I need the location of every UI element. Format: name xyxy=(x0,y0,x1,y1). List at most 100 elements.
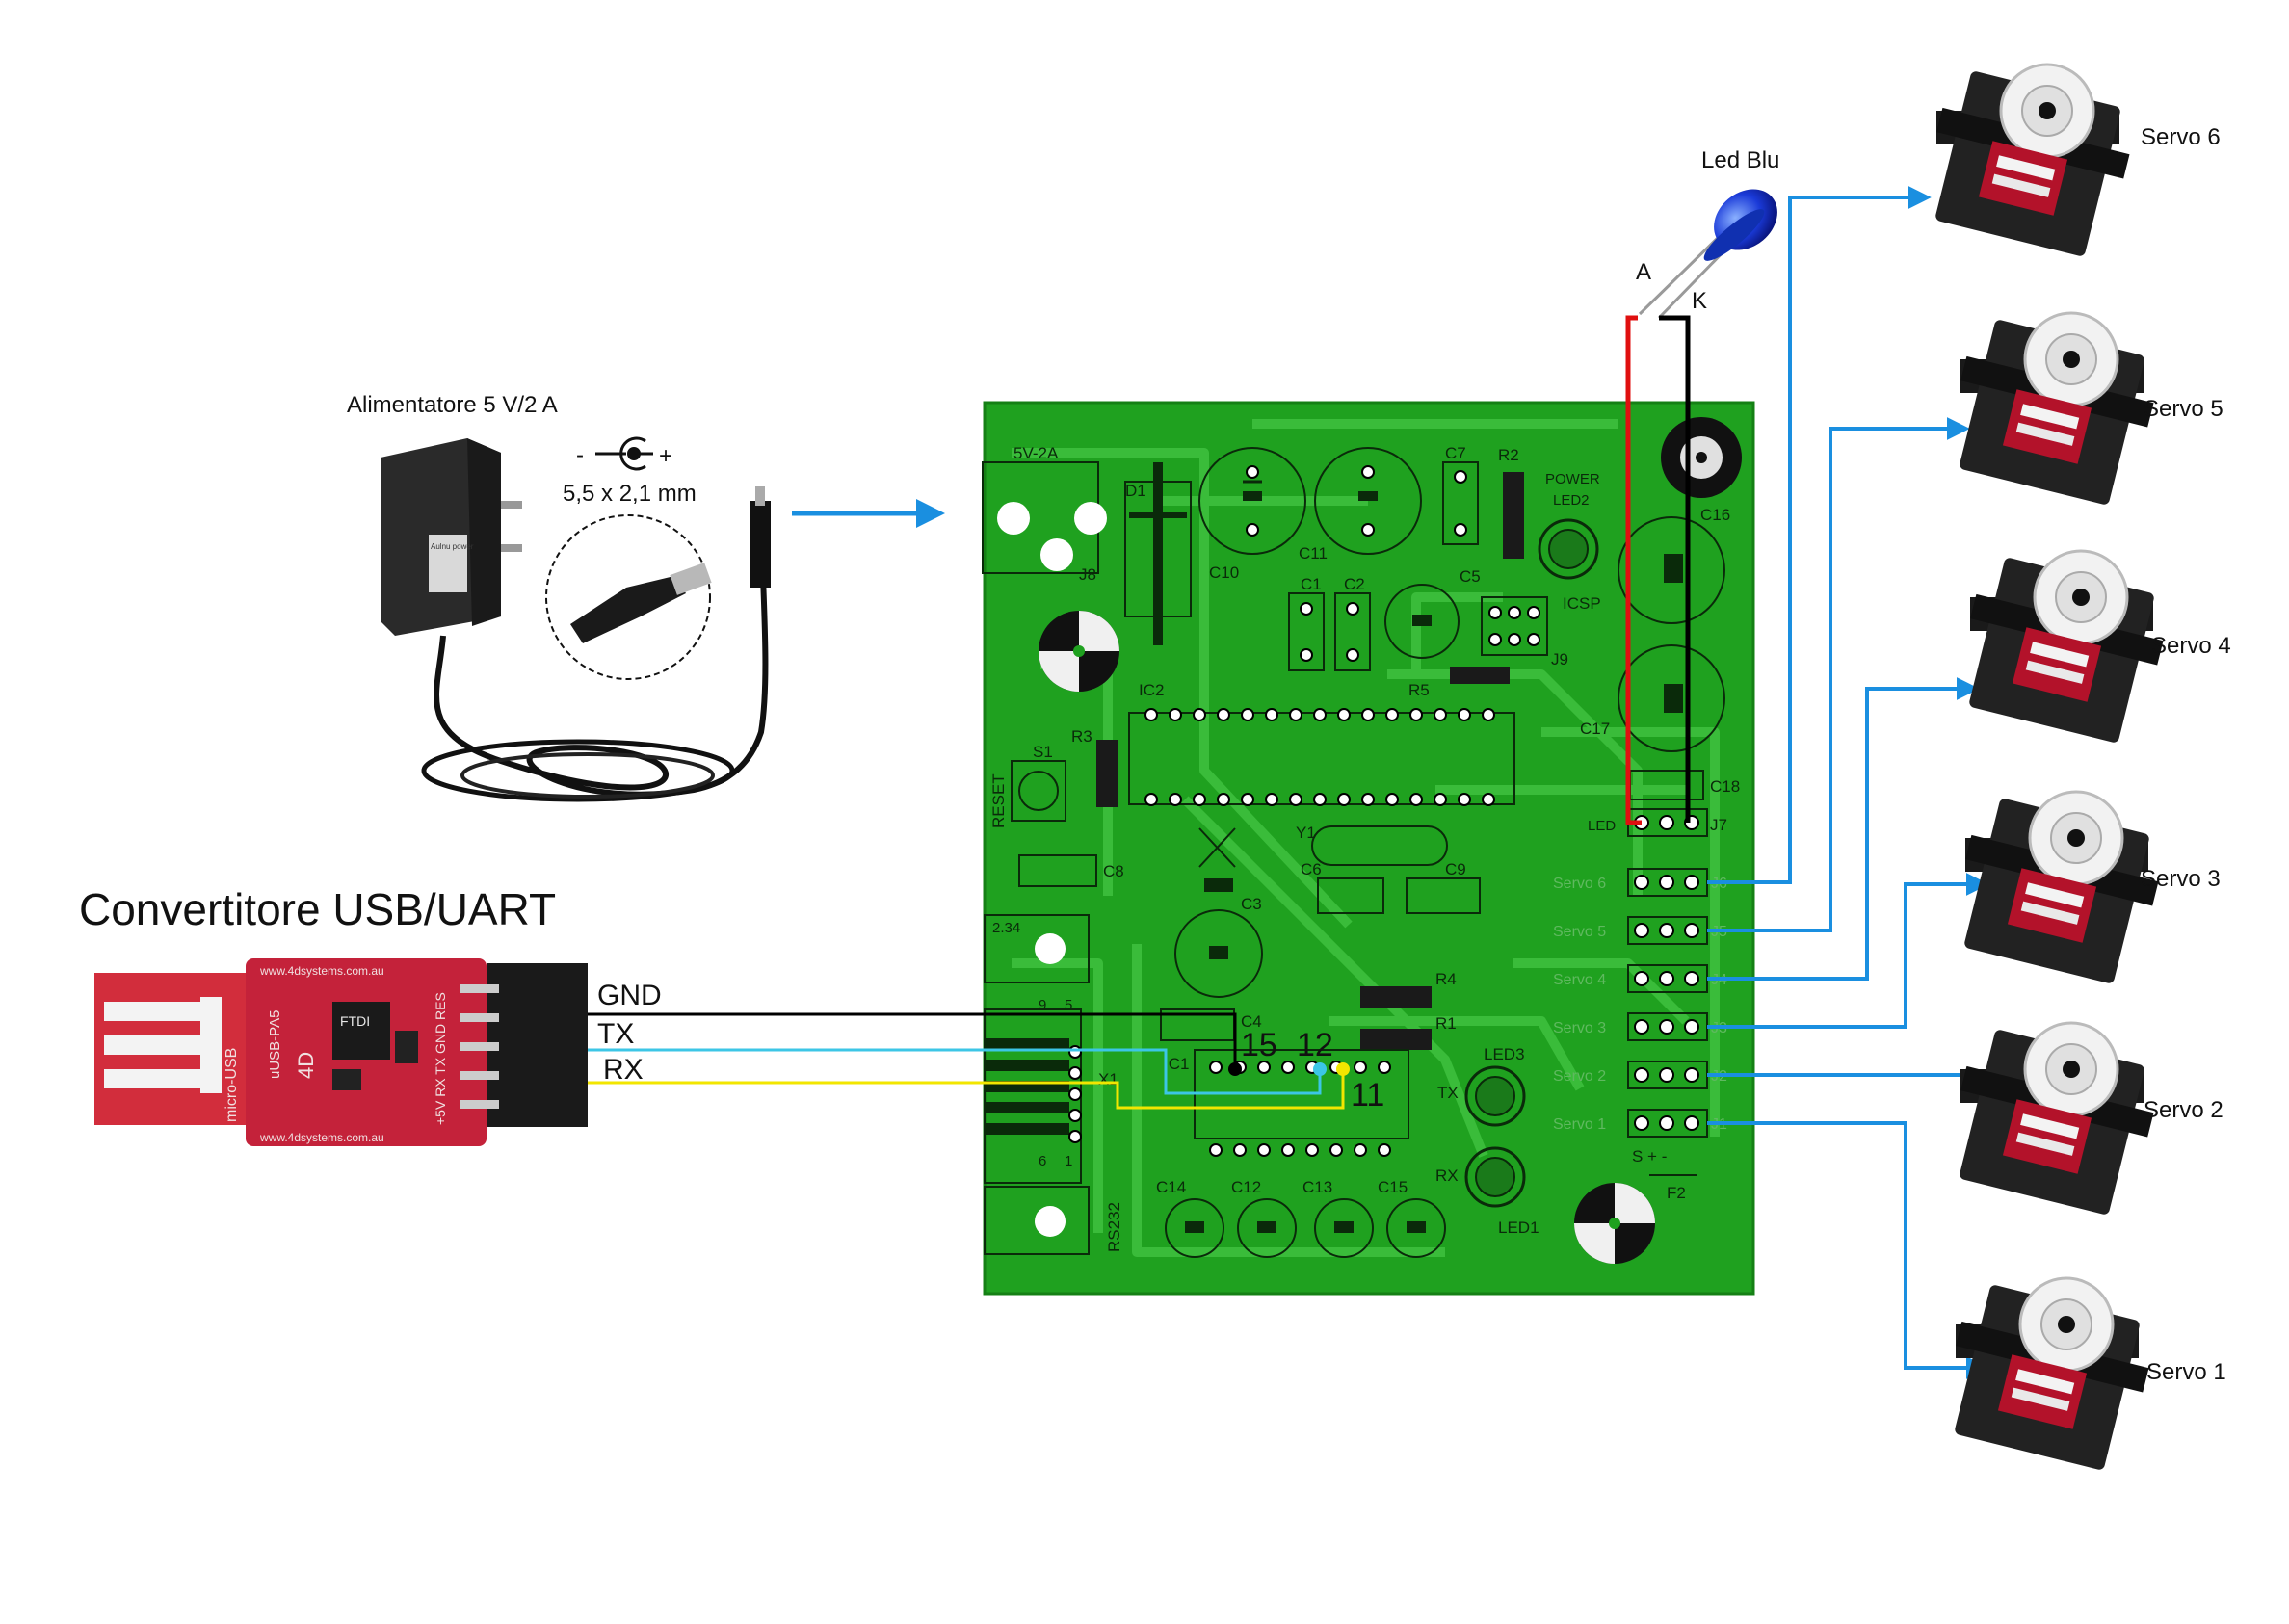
led-label: Led Blu xyxy=(1701,147,1779,173)
pcb-label-c1: C1 xyxy=(1301,575,1322,593)
tx-wire xyxy=(588,1048,1322,1095)
servo1-arrow xyxy=(1707,1121,1989,1379)
servo5-arrow xyxy=(1707,417,1970,932)
pcb-label-led3: LED3 xyxy=(1484,1045,1525,1063)
pcb-label-led2: LED2 xyxy=(1553,492,1590,509)
header-label-servo4: Servo 4 xyxy=(1553,972,1606,988)
pcb-label-f2: F2 xyxy=(1667,1184,1686,1202)
pcb-label-c6: C6 xyxy=(1301,860,1322,878)
servo-3-label: Servo 3 xyxy=(2141,866,2221,892)
servo-1-image xyxy=(1952,1276,2150,1473)
pcb-label-j9: J9 xyxy=(1551,650,1568,668)
usb-site-bottom: www.4dsystems.com.au xyxy=(259,1131,384,1144)
header-polarity: S + - xyxy=(1632,1147,1667,1166)
servo4-arrow xyxy=(1707,677,1980,981)
usb-logo: 4D xyxy=(294,1052,318,1079)
header-label-servo5: Servo 5 xyxy=(1553,924,1606,940)
servo-2-label: Servo 2 xyxy=(2144,1097,2223,1123)
pcb-label-reset: RESET xyxy=(989,773,1008,828)
header-label-servo3: Servo 3 xyxy=(1553,1020,1606,1036)
header-label-servo2: Servo 2 xyxy=(1553,1068,1606,1085)
pcb-label-r3: R3 xyxy=(1071,727,1092,746)
blue-led xyxy=(1638,189,1777,320)
pcb-label-c15: C15 xyxy=(1378,1178,1408,1196)
led-anode-label: A xyxy=(1636,259,1651,285)
pcb-label-icsp: ICSP xyxy=(1563,594,1601,613)
capacitor-c10 xyxy=(1198,447,1306,555)
usb-uart-board: FTDI www.4dsystems.com.au www.4dsystems.… xyxy=(94,958,588,1146)
pcb-label-c2: C2 xyxy=(1344,575,1365,593)
ic2-chip xyxy=(1128,708,1515,806)
db9-pin-5: 5 xyxy=(1065,997,1072,1013)
servo-2-image xyxy=(1957,1021,2155,1218)
pcb-label-c5: C5 xyxy=(1460,567,1481,586)
db9-pin-6: 6 xyxy=(1039,1153,1046,1169)
pcb-label-j8: J8 xyxy=(1079,565,1096,584)
servo-1-label: Servo 1 xyxy=(2146,1359,2226,1385)
pcb-label-r1: R1 xyxy=(1435,1014,1457,1033)
servo6-arrow xyxy=(1707,186,1932,884)
pcb-label-rx: RX xyxy=(1435,1166,1459,1185)
pcb-label-led-header: LED xyxy=(1588,818,1616,834)
pcb-label-c14: C14 xyxy=(1156,1178,1186,1196)
servo-3-image xyxy=(1961,790,2160,986)
servo-4-label: Servo 4 xyxy=(2151,633,2231,659)
pcb-label-c8: C8 xyxy=(1103,862,1124,880)
pcb-label-tx: TX xyxy=(1437,1084,1459,1102)
header-label-servo6: Servo 6 xyxy=(1553,876,1606,892)
pcb-label-c13: C13 xyxy=(1302,1178,1332,1196)
gnd-wire xyxy=(588,1012,1237,1069)
plug-closeup xyxy=(545,514,712,680)
led-anode-wire xyxy=(1625,315,1642,825)
polarity-plus: + xyxy=(659,443,672,469)
signal-gnd-label: GND xyxy=(597,980,662,1011)
ftdi-chip-text: FTDI xyxy=(340,1013,370,1029)
pcb-label-c4: C4 xyxy=(1241,1012,1262,1031)
pcb-label-c12: C12 xyxy=(1231,1178,1261,1196)
pcb-label-r4: R4 xyxy=(1435,970,1457,988)
usb-model-text: uUSB-PA5 xyxy=(267,1010,283,1079)
capacitor-c11 xyxy=(1314,447,1422,555)
pcb-label-c11: C11 xyxy=(1299,544,1328,563)
servo-5-image xyxy=(1957,311,2155,508)
db9-pin-9: 9 xyxy=(1039,997,1046,1013)
usb-pins-text: +5V RX TX GND RES xyxy=(433,992,448,1125)
pcb-label-r5: R5 xyxy=(1408,681,1430,699)
pcb-label-j7: J7 xyxy=(1710,816,1727,834)
pin-15-label: 15 xyxy=(1241,1027,1277,1063)
led-cathode-label: K xyxy=(1692,288,1707,314)
pcb-label-ic1: IC1 xyxy=(1164,1055,1189,1073)
pcb-label-s1: S1 xyxy=(1033,743,1053,761)
pcb-label-c10: C10 xyxy=(1209,563,1239,582)
usb-site-top: www.4dsystems.com.au xyxy=(259,964,384,978)
usb-converter-title: Convertitore USB/UART xyxy=(79,884,556,934)
pcb-label-jack: 5V-2A xyxy=(1013,444,1059,462)
pcb-label-c18: C18 xyxy=(1710,777,1740,796)
pcb-label-x1: X1 xyxy=(1098,1070,1118,1088)
servo-6-image xyxy=(1933,63,2131,259)
servo-6-label: Servo 6 xyxy=(2141,124,2221,150)
signal-rx-label: RX xyxy=(603,1054,644,1086)
polarity-minus: - xyxy=(576,442,584,468)
header-label-servo1: Servo 1 xyxy=(1553,1116,1606,1133)
pcb-label-r2: R2 xyxy=(1498,446,1519,464)
pin-11-label: 11 xyxy=(1351,1077,1384,1113)
mounting-hole xyxy=(1039,611,1119,692)
signal-tx-label: TX xyxy=(597,1018,634,1050)
pcb-label-led1: LED1 xyxy=(1498,1218,1539,1237)
pcb-label-power: POWER xyxy=(1545,471,1600,487)
mounting-hole xyxy=(1661,417,1742,498)
usb-side-text: micro-USB xyxy=(224,1048,240,1122)
pcb-label-234: 2.34 xyxy=(992,920,1020,936)
led-cathode-wire xyxy=(1659,315,1691,823)
pcb-label-d1: D1 xyxy=(1125,482,1146,500)
pcb-label-c3: C3 xyxy=(1241,895,1262,913)
servo-4-image xyxy=(1966,549,2165,746)
power-supply-label: Alimentatore 5 V/2 A xyxy=(347,392,558,418)
pcb-label-ic2: IC2 xyxy=(1139,681,1164,699)
pcb-label-c16: C16 xyxy=(1700,506,1730,524)
mounting-hole xyxy=(1574,1183,1655,1264)
pcb-board: 5V-2A J8 D1 C10 C11 C7 R2 POWER LED xyxy=(982,401,1755,1296)
pcb-label-rs232: RS232 xyxy=(1105,1202,1123,1252)
